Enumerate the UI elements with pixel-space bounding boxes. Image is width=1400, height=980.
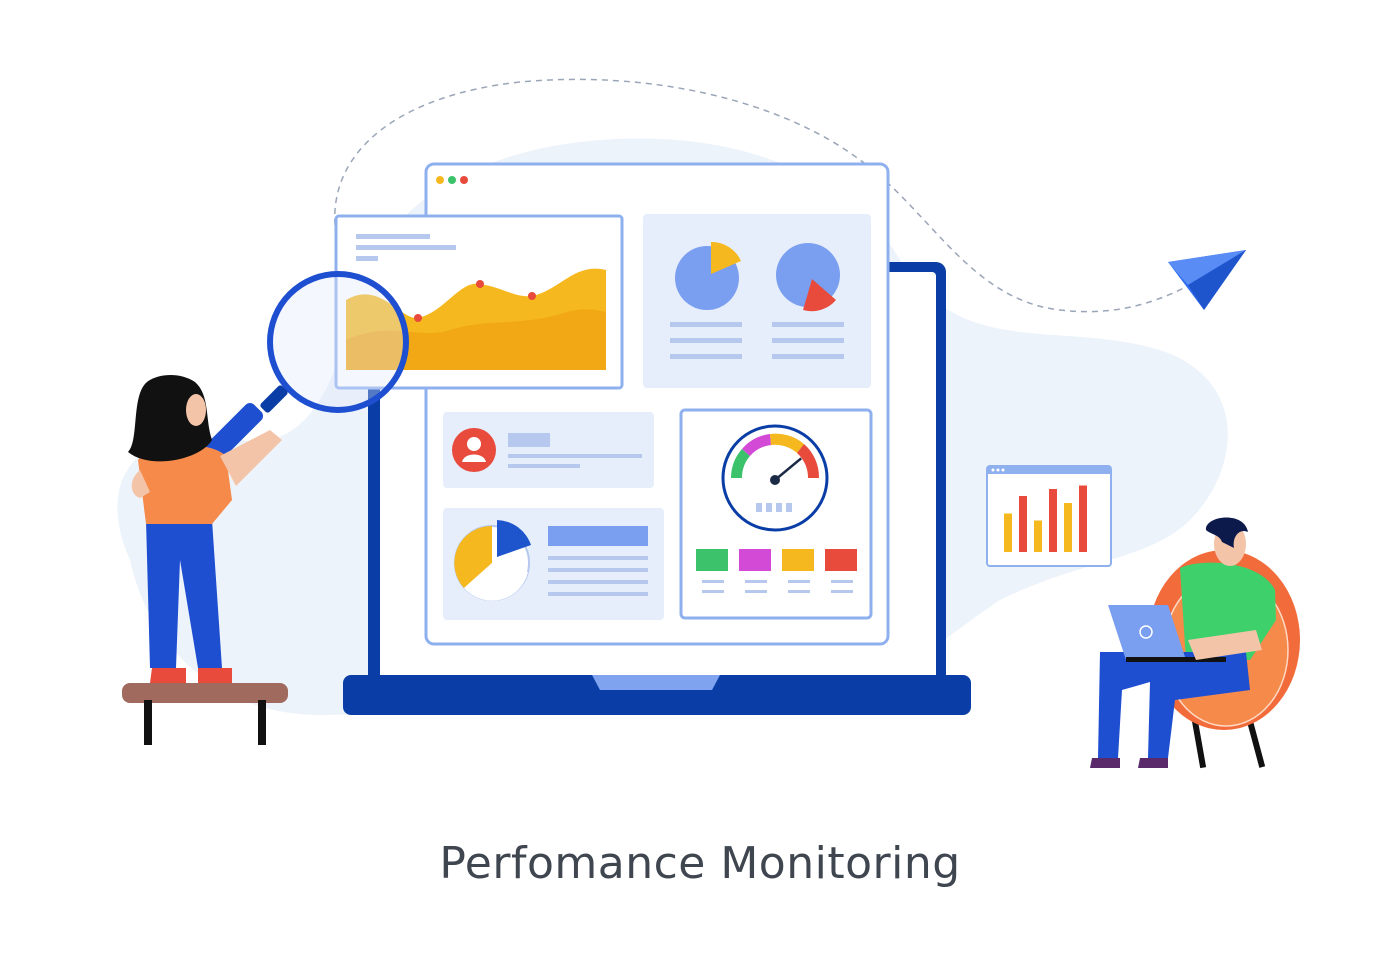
man-figure [1090, 517, 1300, 769]
pie-chart-left [675, 241, 741, 310]
speedometer-gauge-icon [721, 424, 829, 532]
area-series-front [346, 309, 606, 370]
window-control-dots-icon [436, 176, 468, 184]
user-avatar-icon [452, 428, 496, 472]
pie-chart-right [776, 243, 840, 312]
pie-charts-panel [643, 214, 871, 388]
gauge-needle [774, 457, 802, 481]
mini-bar [1019, 496, 1027, 552]
page-caption: Perfomance Monitoring [439, 838, 961, 889]
donut-summary-panel [443, 508, 664, 620]
floating-bar-chart-card [986, 465, 1112, 567]
magnifying-glass-icon [202, 271, 409, 464]
mini-bar [1034, 520, 1042, 552]
mini-bar [1049, 489, 1057, 552]
laptop-small-icon [1108, 605, 1226, 662]
gauge-panel [679, 408, 873, 620]
mini-bar [1004, 513, 1012, 552]
area-chart-points [414, 280, 536, 322]
mini-bar [1079, 485, 1087, 552]
profile-panel [443, 412, 654, 488]
mini-bar [1064, 503, 1072, 552]
woman-figure [122, 375, 288, 745]
mini-bar-series [1004, 485, 1087, 552]
paper-plane-icon [1168, 250, 1246, 310]
